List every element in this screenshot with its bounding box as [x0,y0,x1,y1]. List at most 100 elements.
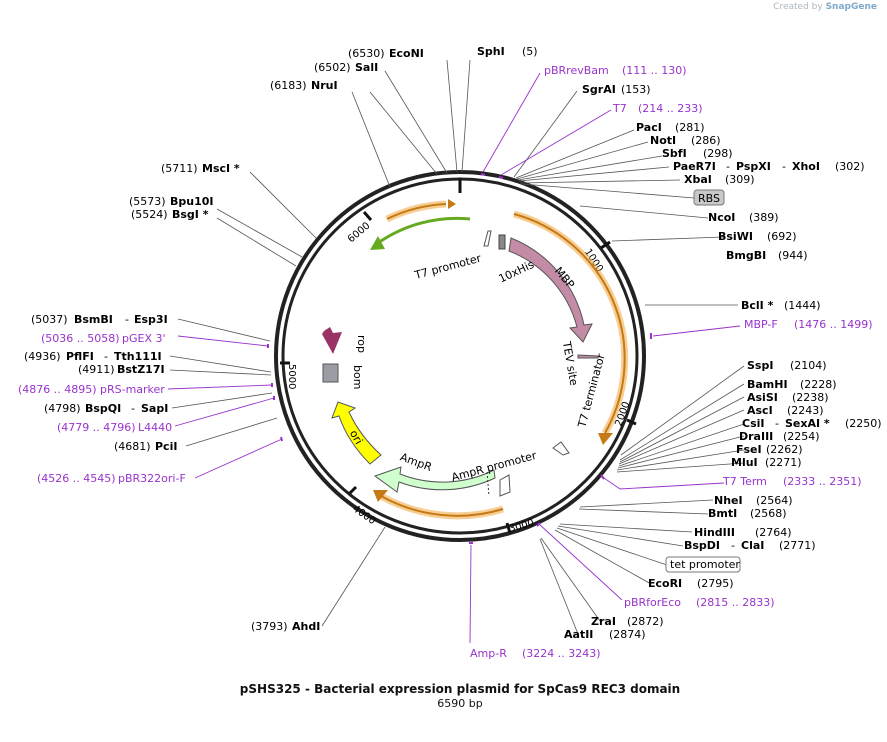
label-tev: TEV site [560,339,581,386]
site-pcii-pos: (4681) [114,440,151,453]
site-csii-pos: (2250) [845,417,882,430]
snapgene-brand: Created by SnapGene [773,2,877,12]
site-bcli: BclI * [741,299,774,312]
primer-l4440-range: (4779 .. 4796) [57,421,136,434]
right-primer-labels: pBRrevBam (111 .. 130) T7 (214 .. 233) M… [470,64,873,660]
site-ecori: EcoRI [648,577,682,590]
site-xhoi: XhoI [792,160,820,173]
primer-pbrrevbam: pBRrevBam [544,64,609,77]
site-sphi-pos: (5) [522,45,538,58]
site-bspdi-pos: (2771) [779,539,816,552]
site-asci: AscI [747,404,773,417]
rop-feature [322,327,342,354]
site-bmgbi-pos: (944) [778,249,808,262]
site-bmti-pos: (2568) [750,507,787,520]
tev-feature [577,354,599,359]
site-sbfi: SbfI [662,147,687,160]
site-esp3i: Esp3I [134,313,168,326]
site-paer7i: PaeR7I [673,160,716,173]
rbs-box [693,189,725,206]
site-mlui: MluI [731,456,758,469]
svg-text:-: - [782,160,786,173]
created-by-text: Created by [773,2,823,12]
site-sexai: SexAI * [785,417,830,430]
site-ncoi: NcoI [708,211,735,224]
tick-label-3000: 3000 [508,518,535,535]
site-econi-pos: (6530) [348,47,385,60]
site-sali-pos: (6502) [314,61,351,74]
his-feature [498,234,506,250]
label-t7-promoter: T7 promoter [412,252,483,283]
bom-feature [322,363,339,383]
site-fsei: FseI [736,443,762,456]
site-fsei-pos: (2262) [766,443,803,456]
site-bspdi: BspDI [684,539,720,552]
site-hindiii-pos: (2764) [755,526,792,539]
tick-label-5000: 5000 [286,364,297,389]
left-primer-labels: (5036 .. 5058) pGEX 3' (4876 .. 4895) pR… [18,332,186,485]
site-asisi: AsiSI [747,391,778,404]
primer-mbpf-range: (1476 .. 1499) [794,318,873,331]
site-mlui-pos: (2271) [765,456,802,469]
primer-leader-lines [167,72,741,644]
site-xbai-pos: (309) [725,173,755,186]
primer-ampr-range: (3224 .. 3243) [522,647,601,660]
site-sphi: SphI [477,45,505,58]
primer-t7term: T7 Term [722,475,767,488]
site-msci-pos: (5711) [161,162,198,175]
site-ncoi-pos: (389) [749,211,779,224]
svg-text:-: - [104,350,108,363]
site-bsgi-pos: (5524) [131,208,168,221]
site-pcii: PciI [155,440,177,453]
primer-prs: pRS-marker [100,383,165,396]
primer-pbr322ori: pBR322ori-F [118,472,186,485]
rbs-label: RBS [698,192,720,205]
primer-pbr322ori-range: (4526 .. 4545) [37,472,116,485]
site-pflfi: PflFI [66,350,94,363]
site-bstz17i-pos: (4911) [78,363,115,376]
site-csii: CsiI [742,417,764,430]
svg-text:-: - [726,160,730,173]
site-bsiwi-pos: (692) [767,230,797,243]
site-sali: SalI [355,61,378,74]
primer-prs-range: (4876 .. 4895) [18,383,97,396]
svg-text:-: - [131,402,135,415]
label-rop: rop [355,335,368,353]
tet-promoter-box [665,556,741,573]
site-sapi: SapI [141,402,168,415]
site-bcli-pos: (1444) [784,299,821,312]
green-arc [377,216,471,245]
site-zrai: ZraI [591,615,616,628]
site-paer7i-pos: (302) [835,160,865,173]
svg-text:-: - [775,417,779,430]
primer-t7term-range: (2333 .. 2351) [783,475,862,488]
tick-label-6000: 6000 [346,220,373,245]
primer-pbrrevbam-range: (111 .. 130) [622,64,687,77]
site-nrui: NruI [311,79,338,92]
primer-pbrforeco: pBRforEco [624,596,681,609]
tet-promoter-label: tet promoter [670,558,740,571]
primer-l4440: L4440 [138,421,172,434]
site-nhei: NheI [714,494,743,507]
primer-ampr: Amp-R [470,647,507,660]
site-bmgbi: BmgBI [726,249,766,262]
label-ori: ori [347,428,365,447]
site-ecori-pos: (2795) [697,577,734,590]
site-bstz17i: BstZ17I [117,363,165,376]
ori-feature [331,401,382,465]
site-bspqi-pos: (4798) [44,402,81,415]
right-site-labels: SphI (5) SgrAI (153) PacI (281) NotI (28… [477,45,882,641]
site-bsiwi: BsiWI [718,230,753,243]
site-bsgi: BsgI * [172,208,209,221]
scale-ticks [280,211,637,534]
site-aatii: AatII [564,628,593,641]
ampr-promoter-feature [499,474,511,497]
primer-mbpf: MBP-F [744,318,778,331]
site-nrui-pos: (6183) [270,79,307,92]
site-bpu10i-pos: (5573) [129,195,166,208]
site-clai: ClaI [741,539,764,552]
site-draiii-pos: (2254) [783,430,820,443]
site-noti-pos: (286) [691,134,721,147]
site-bsmbi: BsmBI [74,313,113,326]
